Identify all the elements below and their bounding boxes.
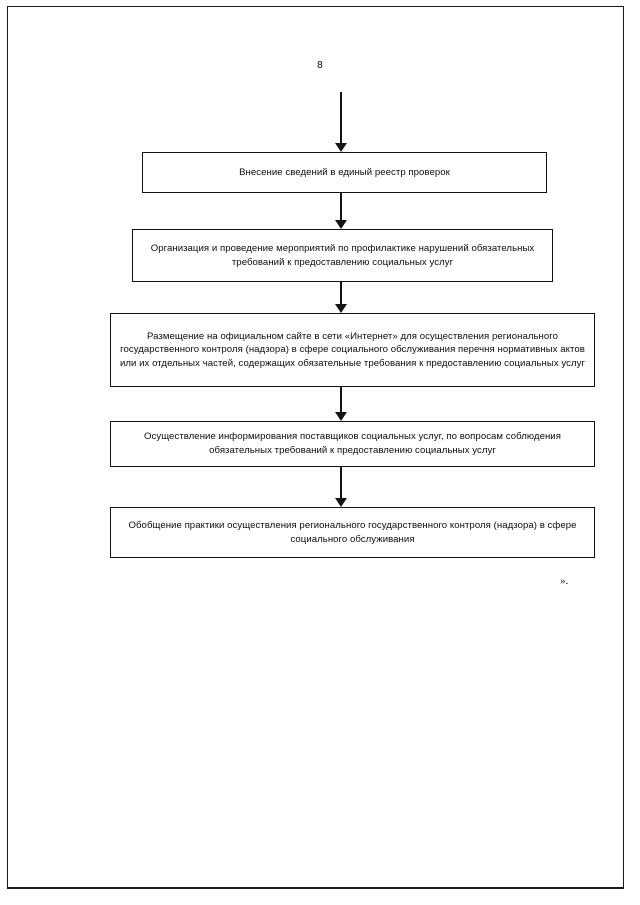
connector-arrow-into-box-1 bbox=[335, 92, 347, 152]
flow-box-provider-information: Осуществление информирования поставщиков… bbox=[110, 421, 595, 467]
flow-box-label: Осуществление информирования поставщиков… bbox=[144, 431, 561, 456]
closing-quotation-mark: ». bbox=[560, 575, 569, 587]
flow-box-register-entry: Внесение сведений в единый реестр провер… bbox=[142, 152, 547, 193]
page-border-top bbox=[7, 6, 624, 7]
page-border-right bbox=[623, 6, 624, 888]
page-border-left bbox=[7, 6, 8, 888]
arrow-head-icon bbox=[335, 304, 347, 313]
flow-box-website-publication: Размещение на официальном сайте в сети «… bbox=[110, 313, 595, 387]
arrow-head-icon bbox=[335, 498, 347, 507]
connector-arrow-box-3-to-box-4 bbox=[335, 387, 347, 421]
arrow-head-icon bbox=[335, 220, 347, 229]
flow-box-label: Обобщение практики осуществления региона… bbox=[128, 519, 577, 545]
arrow-head-icon bbox=[335, 143, 347, 152]
page-border-bottom bbox=[7, 887, 624, 889]
flow-box-label: Размещение на официальном сайте в сети «… bbox=[119, 330, 586, 369]
connector-arrow-box-1-to-box-2 bbox=[335, 193, 347, 229]
connector-arrow-box-2-to-box-3 bbox=[335, 282, 347, 313]
flow-box-label: Организация и проведение мероприятий по … bbox=[150, 242, 535, 268]
flow-box-practice-summary: Обобщение практики осуществления региона… bbox=[110, 507, 595, 558]
flow-box-prevention-measures: Организация и проведение мероприятий по … bbox=[132, 229, 553, 282]
flow-box-label: Внесение сведений в единый реестр провер… bbox=[239, 166, 450, 178]
arrow-head-icon bbox=[335, 412, 347, 421]
page-number: 8 bbox=[317, 60, 323, 71]
connector-arrow-box-4-to-box-5 bbox=[335, 467, 347, 507]
